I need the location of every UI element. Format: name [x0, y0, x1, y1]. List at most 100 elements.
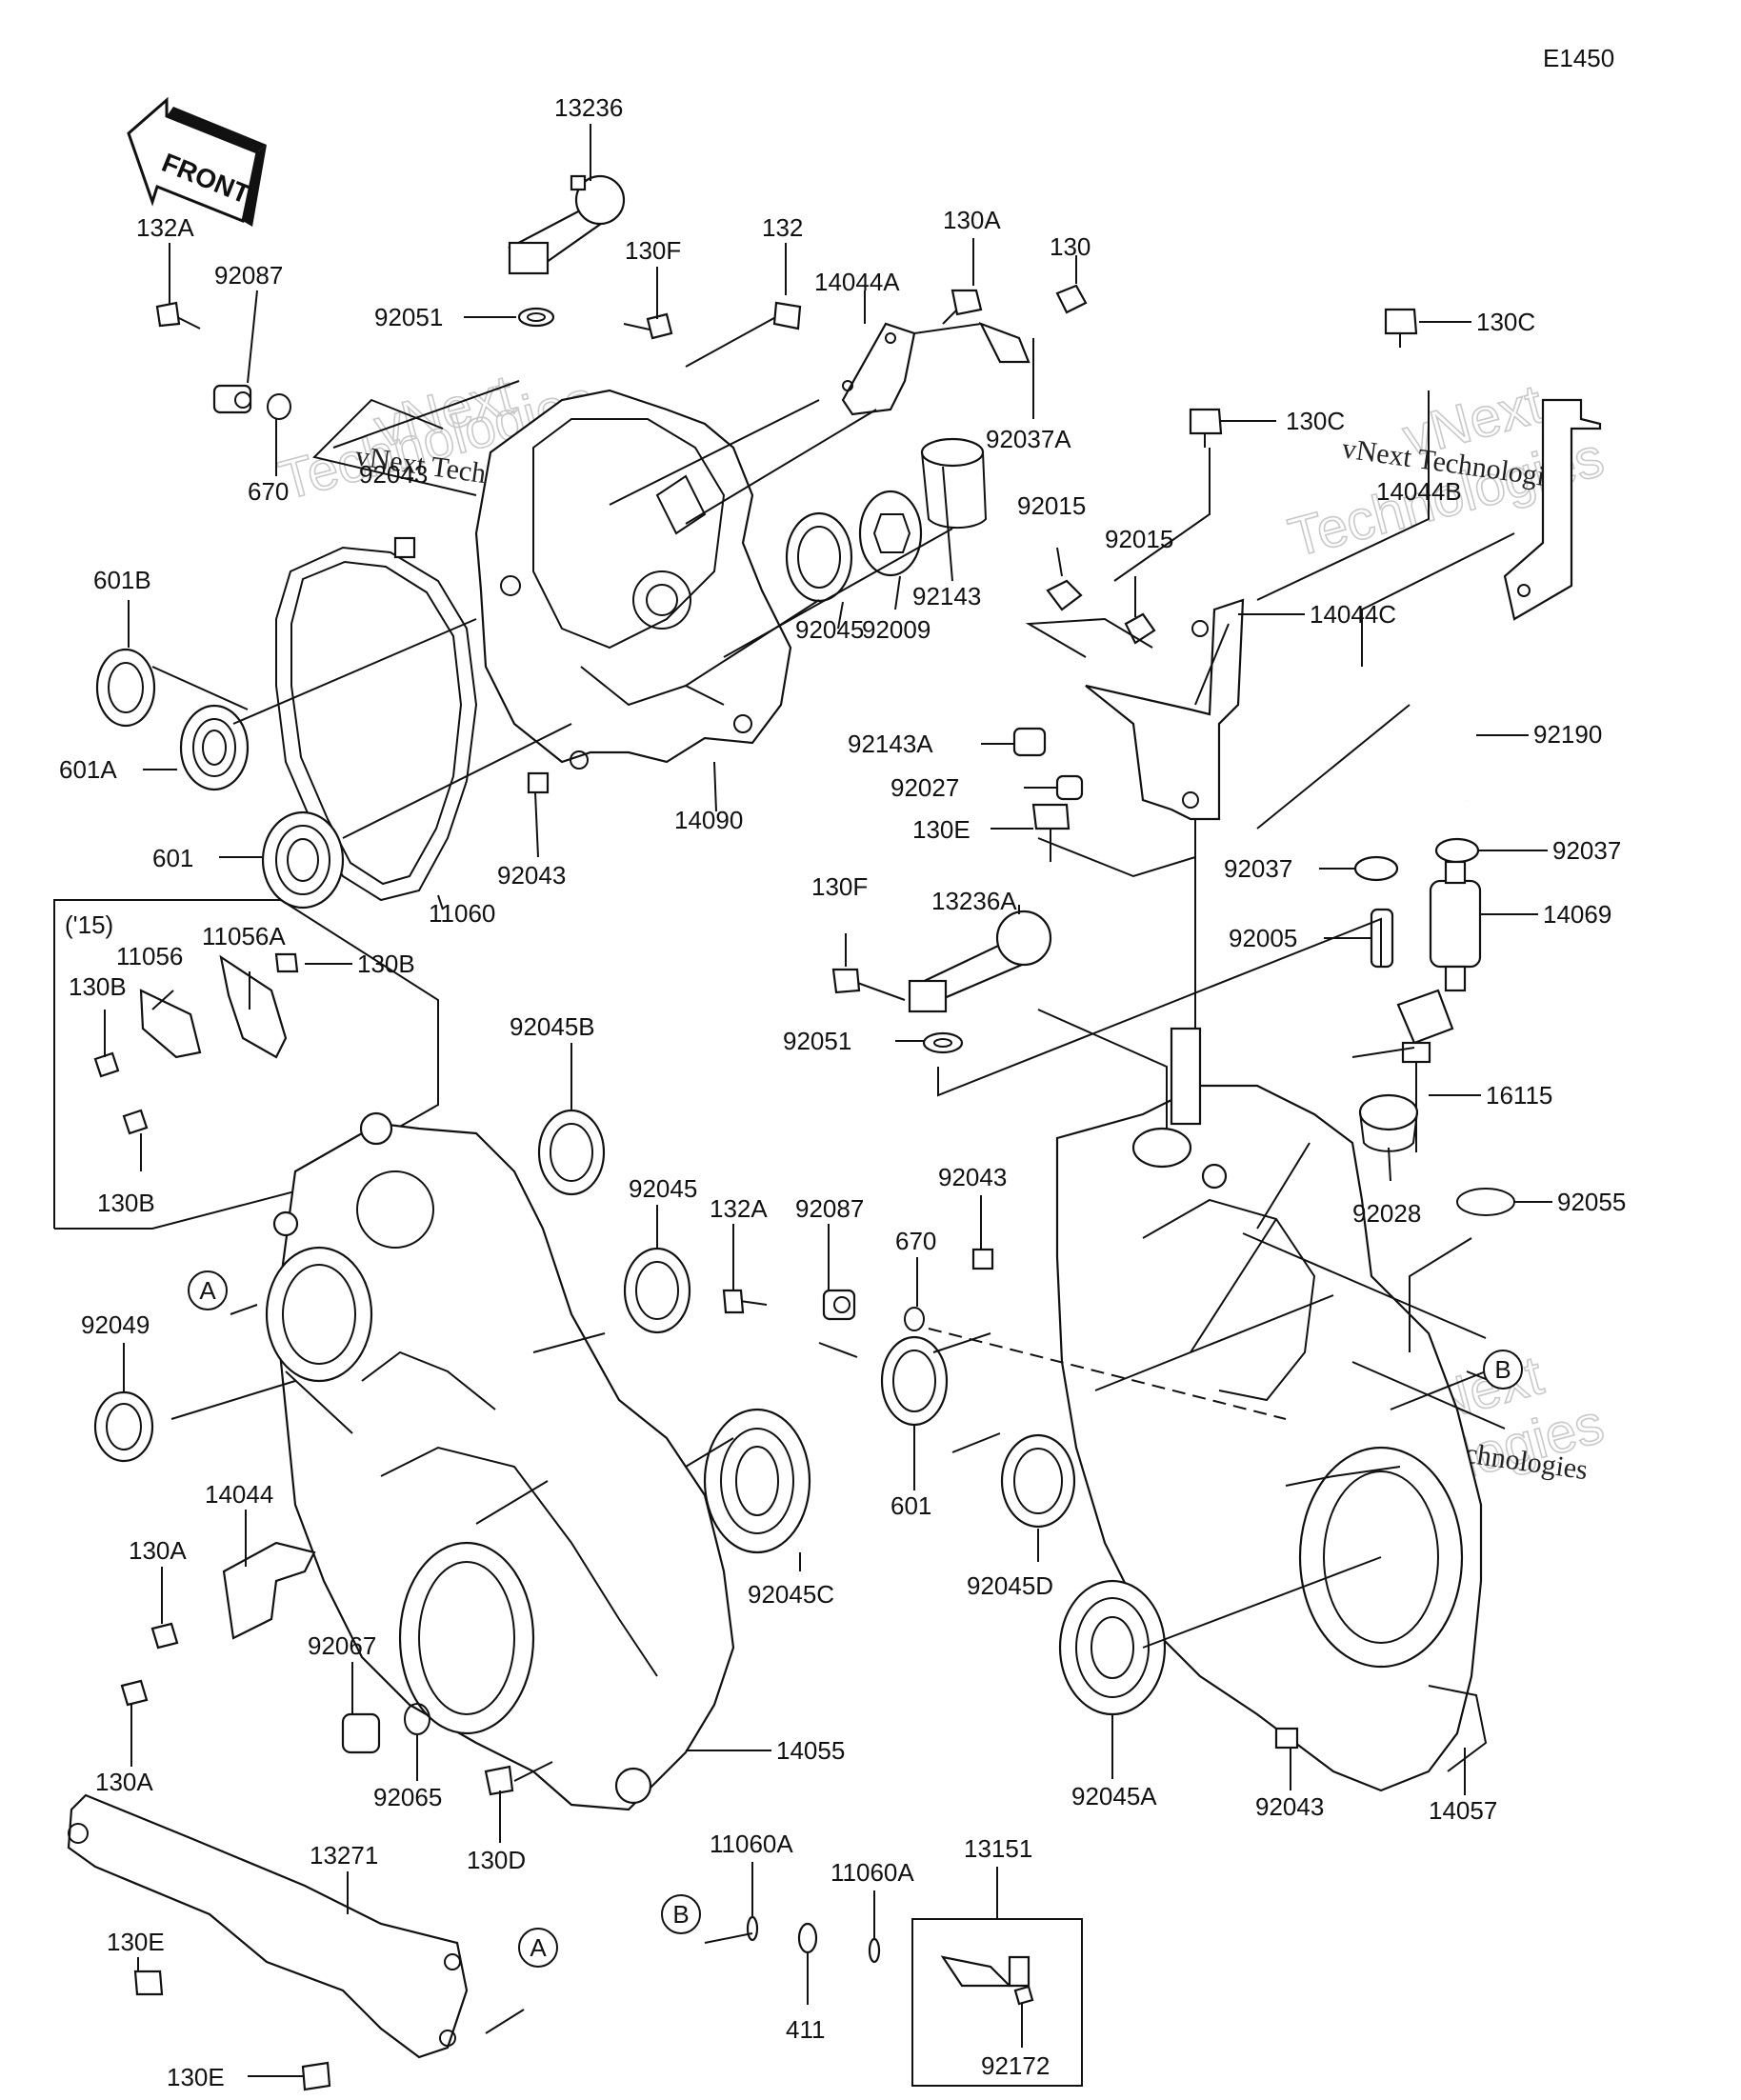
plug-92067 — [341, 1712, 381, 1754]
part-label: 92190 — [1533, 720, 1602, 749]
part-label: 92045B — [510, 1012, 595, 1041]
part-label: 13236 — [554, 93, 623, 122]
part-label: 92037 — [1552, 836, 1621, 865]
part-label: 13236A — [931, 887, 1017, 915]
variant-note: ('15) — [65, 910, 113, 939]
cover-13271 — [67, 1793, 469, 2059]
bolt-132A-mid — [722, 1289, 768, 1314]
filter-14069 — [1429, 860, 1482, 992]
callout-A-bottom: A — [518, 1928, 558, 1968]
part-label: 11060 — [429, 899, 495, 928]
part-label: 92005 — [1229, 924, 1297, 952]
bearing-601B — [95, 648, 156, 728]
part-label: 92043 — [359, 460, 428, 489]
svg-text:A: A — [199, 1276, 216, 1305]
part-label: 92045 — [629, 1174, 697, 1203]
gasket-11060 — [275, 546, 478, 902]
dipstick-16115 — [1396, 989, 1454, 1152]
callout-B-right: B — [1483, 1350, 1523, 1390]
bearing-601-top — [261, 810, 345, 910]
part-label: 132A — [136, 213, 194, 242]
bracket-14044B — [1503, 398, 1602, 621]
part-label: 92051 — [374, 303, 443, 331]
part-label: 411 — [786, 2015, 825, 2044]
bolt-130E-bottom-a — [133, 1970, 164, 1996]
callout-A-top: A — [188, 1270, 228, 1310]
part-label: 92065 — [373, 1783, 442, 1811]
part-label: 92027 — [891, 773, 959, 802]
part-label: 14055 — [776, 1736, 845, 1765]
bearing-92045D — [1000, 1433, 1076, 1529]
gearcase-cover-14090 — [474, 389, 792, 770]
part-label: 130A — [943, 206, 1001, 234]
part-label: 132 — [762, 213, 803, 242]
part-label: 130F — [625, 236, 681, 265]
part-label: 92045A — [1071, 1782, 1157, 1810]
svg-text:B: B — [1494, 1355, 1511, 1384]
bolt-130E-top — [1031, 803, 1071, 862]
bearing-92045B — [537, 1109, 606, 1196]
oring-670-top — [267, 393, 291, 420]
crankcase-left-14055 — [265, 1111, 735, 1811]
washer-11060A-a — [746, 1915, 759, 1942]
oring-92055 — [1456, 1188, 1515, 1216]
part-label: 670 — [248, 477, 289, 506]
bolt-130E-bottom-b — [301, 2061, 331, 2091]
part-label: 11056A — [202, 922, 286, 950]
bearing-92045C — [703, 1408, 811, 1554]
bolt-130A-top — [942, 289, 983, 325]
hose-92190 — [1375, 622, 1488, 801]
bearing-601-mid — [880, 1335, 949, 1427]
bearing-92045-mid — [623, 1247, 691, 1334]
part-label: 130E — [107, 1928, 165, 1956]
bolt-130C-b — [1384, 308, 1418, 348]
washer-11060A-b — [868, 1937, 881, 1964]
svg-text:B: B — [672, 1900, 689, 1929]
part-label: 92009 — [862, 615, 931, 644]
part-label: 92028 — [1352, 1199, 1421, 1228]
part-label: 13151 — [964, 1834, 1032, 1863]
washer-92051-mid — [922, 1031, 964, 1054]
part-label: 92015 — [1105, 525, 1173, 553]
part-label: 130B — [97, 1189, 155, 1217]
part-label: 92045 — [795, 615, 864, 644]
part-label: 13271 — [310, 1841, 378, 1870]
bolt-130F-mid — [831, 968, 906, 1001]
part-label: 92087 — [214, 261, 283, 290]
part-label: 130C — [1476, 308, 1535, 336]
bolt-130A-bottom-a — [150, 1622, 179, 1650]
collar-92028 — [1358, 1093, 1419, 1152]
part-label: 130E — [167, 2063, 225, 2091]
part-label: 92043 — [938, 1163, 1007, 1191]
part-label: 130B — [69, 972, 127, 1001]
part-label: 14044A — [814, 268, 900, 296]
shift-lever-13236 — [508, 174, 626, 275]
part-label: 130D — [467, 1846, 526, 1874]
part-label: 14044 — [205, 1480, 273, 1509]
part-label: 130B — [357, 950, 415, 978]
elbow-92087-mid — [822, 1289, 856, 1321]
washer-92065 — [404, 1703, 430, 1735]
switch-13151-box — [911, 1918, 1083, 2087]
part-label: 92049 — [81, 1310, 150, 1339]
elbow-92087-top — [212, 384, 252, 414]
bracket-14044A — [841, 322, 916, 416]
part-label: 132A — [710, 1194, 768, 1223]
bearing-92045A — [1058, 1579, 1167, 1716]
bolt-130C-a — [1189, 408, 1223, 448]
bracket-14044C — [1085, 598, 1245, 821]
part-label: 92037A — [986, 425, 1071, 453]
bolt-132 — [685, 301, 802, 368]
collar-92143 — [920, 437, 988, 530]
part-label: 11056 — [116, 942, 183, 970]
part-label: 11060A — [830, 1858, 914, 1887]
part-label: 92055 — [1557, 1188, 1626, 1216]
part-label: 14044B — [1376, 477, 1462, 506]
part-label: 92043 — [1255, 1792, 1324, 1821]
nut-92015-a — [1046, 579, 1083, 611]
collar-92027 — [1055, 774, 1084, 801]
nut-92015-b — [1124, 612, 1156, 645]
clamp-92037-right — [1434, 837, 1480, 864]
part-label: 130C — [1286, 407, 1345, 435]
dowel-92043-top — [393, 536, 416, 559]
